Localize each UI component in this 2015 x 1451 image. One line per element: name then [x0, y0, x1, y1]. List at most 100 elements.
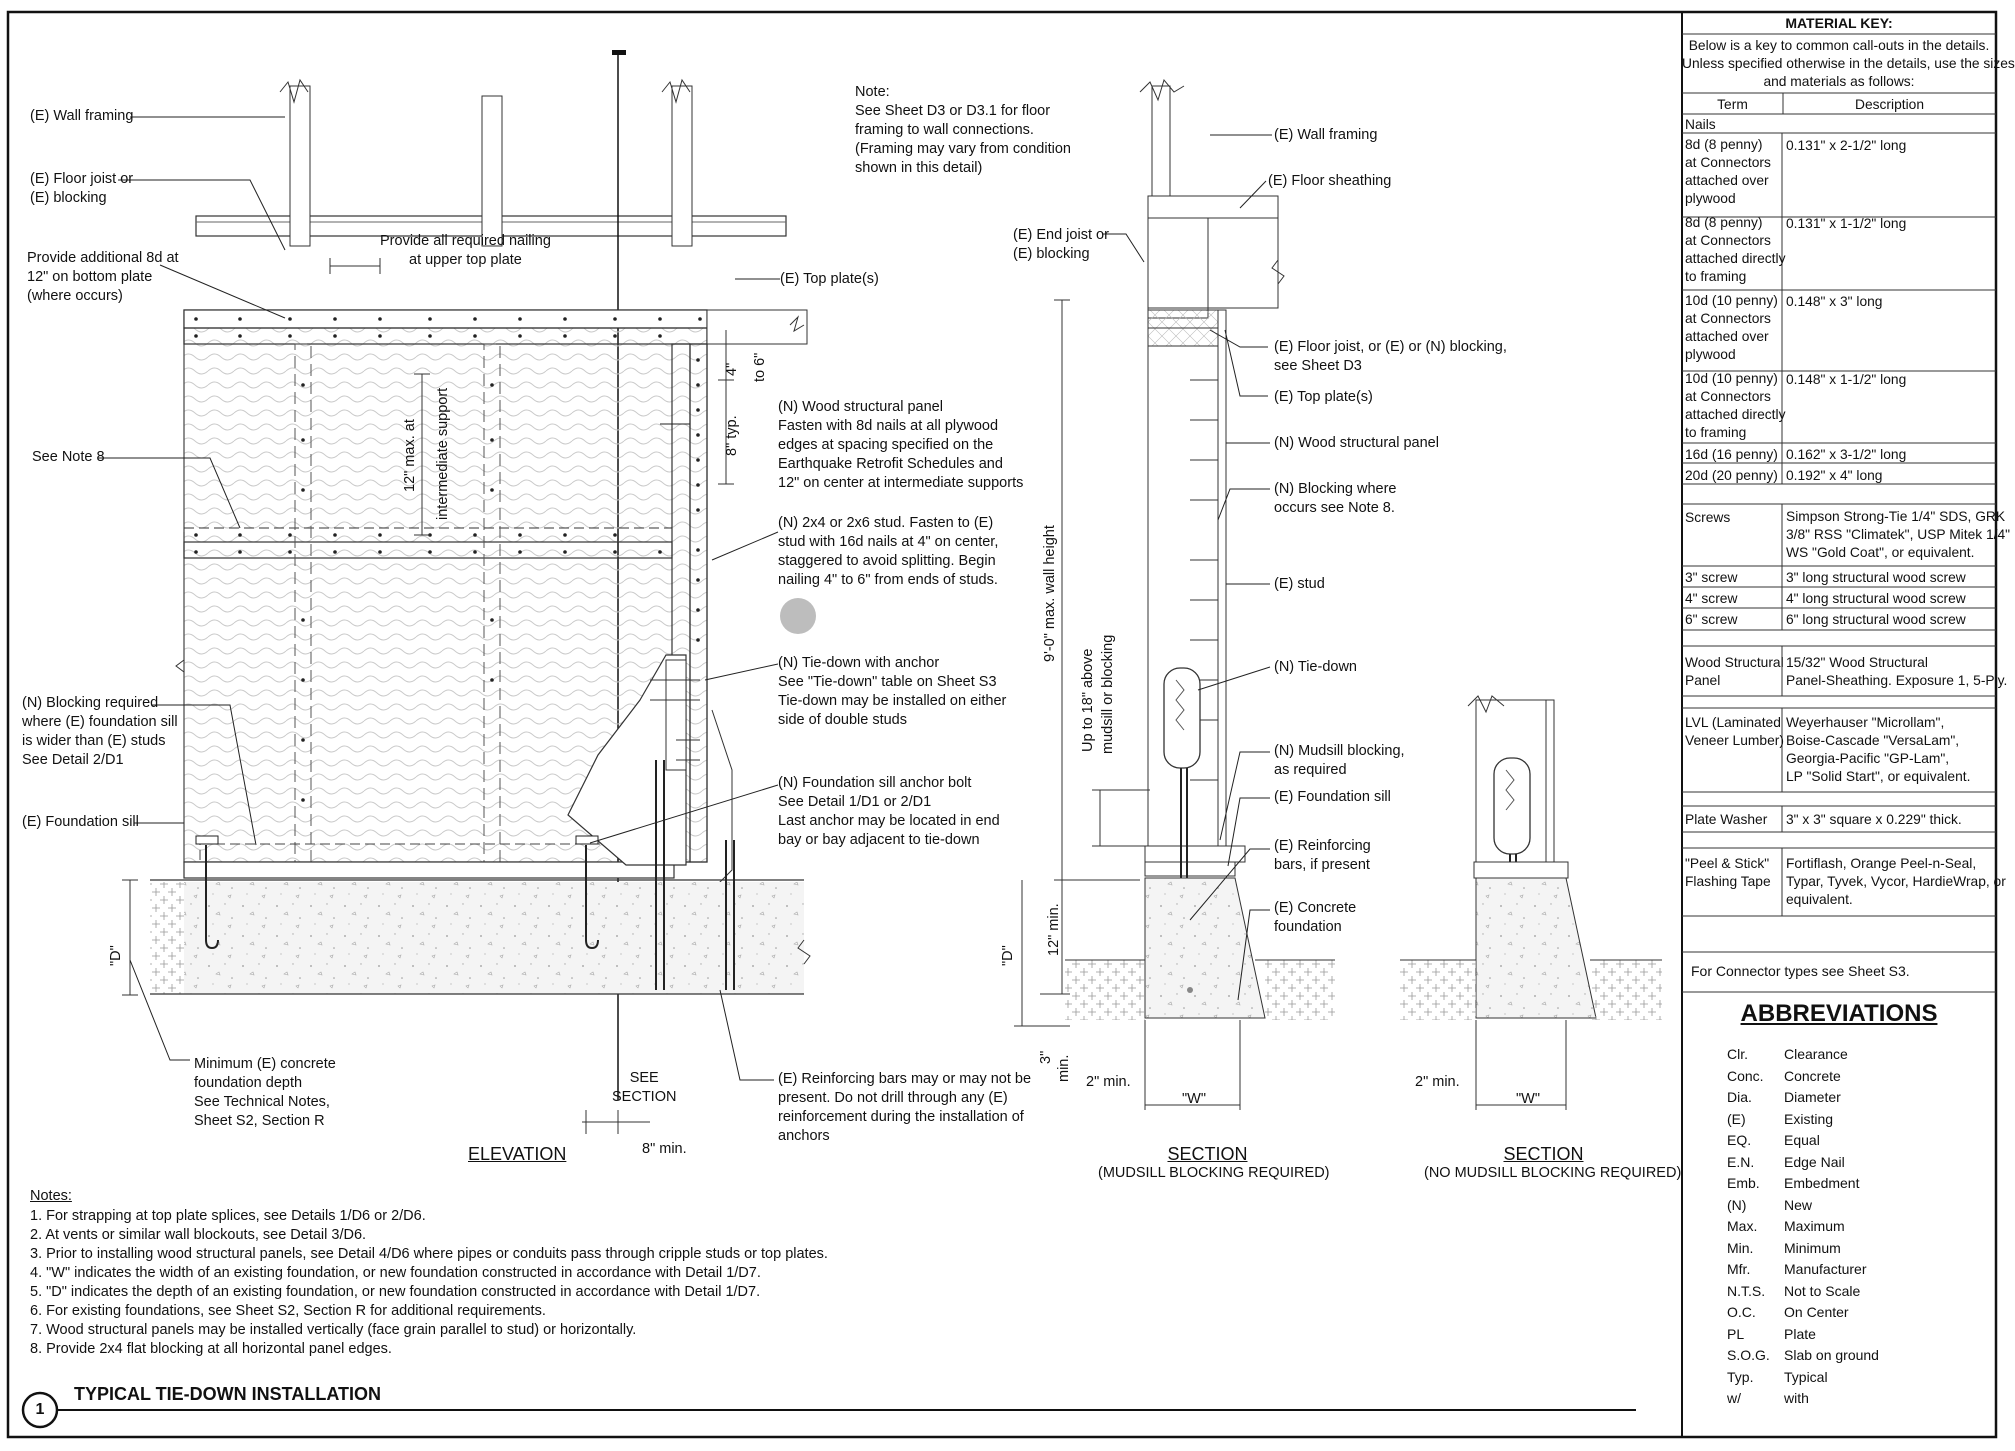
label-s-end-joist: (E) End joist or (E) blocking: [1013, 227, 1109, 262]
label-3in: 3": [1038, 1050, 1054, 1064]
abbr-meaning: Manufacturer: [1784, 1261, 1867, 1277]
note-4: 4. "W" indicates the width of an existin…: [30, 1265, 761, 1281]
nail-term-3: 10d (10 penny) at Connectors attached ov…: [1685, 293, 1778, 362]
nail-term-4: 10d (10 penny) at Connectors attached di…: [1685, 371, 1786, 440]
abbr-meaning: Existing: [1784, 1110, 1834, 1127]
label-n-wsp: (N) Wood structural panel Fasten with 8d…: [778, 399, 1024, 491]
label-wall-height: 9'-0" max. wall height: [1042, 525, 1058, 662]
label-d-sect: "D": [1000, 945, 1016, 966]
detail-number-circle: [21, 1391, 59, 1429]
abbr-meaning: New: [1784, 1196, 1813, 1213]
abbr-meaning: Diameter: [1784, 1089, 1841, 1105]
screws-desc: Simpson Strong-Tie 1/4" SDS, GRK 3/8" RS…: [1786, 509, 2011, 560]
nail-term-5: 16d (16 penny): [1685, 447, 1778, 462]
label-e-top-plates: (E) Top plate(s): [780, 271, 879, 287]
abbr-code: Max.: [1727, 1218, 1758, 1234]
label-s-foundation: (E) Concrete foundation: [1274, 900, 1357, 935]
abbr-meaning: Embedment: [1784, 1175, 1860, 1191]
abbr-meaning: Maximum: [1784, 1218, 1845, 1234]
label-s-floor-sheathing: (E) Floor sheathing: [1268, 173, 1392, 189]
abbr-code: Dia.: [1727, 1089, 1752, 1105]
screw-term-2: 4" screw: [1685, 591, 1738, 606]
screw-term-3: 6" screw: [1685, 612, 1738, 627]
abbr-code: PL: [1727, 1325, 1745, 1342]
abbr-code: (N): [1727, 1196, 1747, 1213]
abbr-code: O.C.: [1727, 1304, 1756, 1320]
wsp-term: Wood Structural Panel: [1685, 655, 1784, 688]
abbr-meaning: On Center: [1784, 1304, 1849, 1320]
label-up-to-18: Up to 18" above: [1080, 648, 1096, 753]
abbr-meaning: Slab on ground: [1784, 1347, 1879, 1363]
label-see-note-8: See Note 8: [32, 449, 105, 465]
material-key-intro: Below is a key to common call-outs in th…: [1682, 38, 2015, 89]
label-s-blocking: (N) Blocking where occurs see Note 8.: [1274, 481, 1397, 516]
abbr-meaning: Typical: [1784, 1368, 1828, 1385]
nail-desc-3: 0.148" x 3" long: [1786, 294, 1883, 309]
note-top: Note: See Sheet D3 or D3.1 for floor fra…: [855, 84, 1071, 176]
note-3: 3. Prior to installing wood structural p…: [30, 1246, 828, 1262]
label-8-min: 8" min.: [642, 1141, 687, 1157]
abbr-code: Mfr.: [1727, 1261, 1751, 1277]
section2-subtitle: (NO MUDSILL BLOCKING REQUIRED): [1424, 1165, 1682, 1181]
label-e-wall-framing: (E) Wall framing: [30, 108, 134, 124]
abbr-meaning: Minimum: [1784, 1239, 1841, 1256]
abbr-meaning: with: [1784, 1390, 1809, 1406]
nail-desc-5: 0.162" x 3-1/2" long: [1786, 447, 1907, 462]
label-s-wall-framing: (E) Wall framing: [1274, 127, 1378, 143]
label-s-sill: (E) Foundation sill: [1274, 789, 1391, 805]
material-key-col-term: Term: [1717, 97, 1748, 112]
label-anchor-bolt: (N) Foundation sill anchor bolt See Deta…: [778, 775, 1000, 848]
abbr-code: E.N.: [1727, 1153, 1755, 1170]
abbr-meaning: Equal: [1784, 1132, 1820, 1148]
label-2-min: 2" min.: [1086, 1074, 1131, 1090]
abbr-code: Conc.: [1727, 1067, 1764, 1084]
wsp-desc: 15/32" Wood Structural Panel-Sheathing. …: [1786, 655, 2008, 688]
abbr-code: EQ.: [1727, 1132, 1752, 1148]
abbr-meaning: Clearance: [1784, 1046, 1848, 1062]
washer-desc: 3" x 3" square x 0.229" thick.: [1786, 812, 1962, 827]
label-intermediate-support: intermediate support: [435, 387, 451, 520]
abbr-code: Typ.: [1727, 1368, 1754, 1385]
section1-title: SECTION: [1167, 1144, 1248, 1164]
label-w-b: "W": [1516, 1091, 1540, 1107]
screw-desc-2: 4" long structural wood screw: [1786, 591, 1966, 606]
label-provide-8d: Provide additional 8d at 12" on bottom p…: [27, 250, 179, 304]
tape-term: "Peel & Stick" Flashing Tape: [1685, 856, 1771, 889]
label-e-floor-joist: (E) Floor joist or (E) blocking: [30, 171, 134, 206]
label-12-min: 12" min.: [1046, 903, 1062, 956]
note-1: 1. For strapping at top plate splices, s…: [30, 1208, 426, 1224]
label-see-section: SEE SECTION: [612, 1070, 677, 1105]
abbr-code: S.O.G.: [1727, 1347, 1770, 1363]
label-s-floor-joist: (E) Floor joist, or (E) or (N) blocking,…: [1274, 339, 1507, 374]
washer-term: Plate Washer: [1685, 812, 1768, 827]
label-s-wsp: (N) Wood structural panel: [1274, 435, 1439, 451]
label-2-min-b: 2" min.: [1415, 1074, 1460, 1090]
nail-desc-6: 0.192" x 4" long: [1786, 468, 1883, 483]
section2-title: SECTION: [1503, 1144, 1584, 1164]
note-2: 2. At vents or similar wall blockouts, s…: [30, 1227, 367, 1243]
screw-term-1: 3" screw: [1685, 570, 1738, 585]
marker-dot: [780, 598, 816, 634]
elevation-title: ELEVATION: [468, 1144, 567, 1164]
nails-heading: Nails: [1685, 117, 1716, 132]
abbr-code: Clr.: [1727, 1046, 1748, 1062]
material-key-title: MATERIAL KEY:: [1785, 15, 1893, 31]
label-mudsill-or-blocking: mudsill or blocking: [1100, 634, 1116, 754]
label-n-blocking-req: (N) Blocking required where (E) foundati…: [22, 695, 178, 768]
detail-number: 1: [35, 1401, 45, 1418]
abbr-code: (E): [1727, 1110, 1746, 1127]
screw-desc-3: 6" long structural wood screw: [1786, 612, 1966, 627]
elevation-drawing: [98, 50, 816, 1134]
lvl-desc: Weyerhauser "Microllam", Boise-Cascade "…: [1786, 715, 1971, 784]
material-key-col-desc: Description: [1854, 97, 1924, 112]
label-s-tiedown: (N) Tie-down: [1274, 659, 1357, 675]
abbr-code: Min.: [1727, 1239, 1754, 1256]
abbr-code: w/: [1727, 1390, 1741, 1406]
label-12-max: 12" max. at: [402, 419, 418, 492]
label-n-tiedown: (N) Tie-down with anchor See "Tie-down" …: [778, 655, 1007, 728]
abbreviations-title: ABBREVIATIONS: [1740, 1000, 1938, 1027]
abbr-meaning: Plate: [1784, 1325, 1816, 1342]
section-mudsill-blocking: [1014, 78, 1335, 1110]
abbr-code: N.T.S.: [1727, 1282, 1766, 1299]
